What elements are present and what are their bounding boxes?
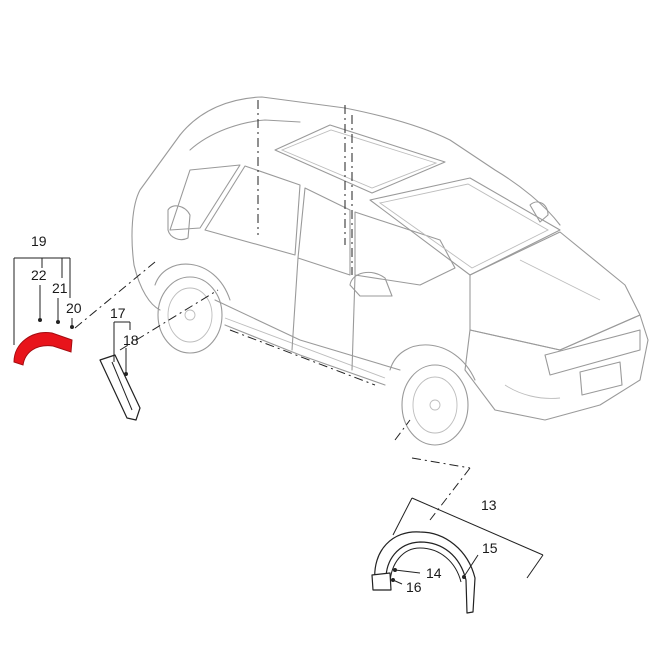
callout-22: 22 (31, 267, 47, 283)
callout-18: 18 (123, 332, 139, 348)
callout-16: 16 (406, 579, 422, 595)
callout-20: 20 (66, 300, 82, 316)
callout-leaders-rear (13, 257, 74, 345)
callout-13: 13 (481, 497, 497, 513)
vehicle-outline (131, 96, 649, 446)
callout-labels: 19 22 21 20 17 18 13 15 14 16 (31, 233, 498, 595)
callout-17: 17 (110, 305, 126, 321)
callout-leaders-rocker (113, 321, 131, 376)
callout-15: 15 (482, 540, 498, 556)
callout-19: 19 (31, 233, 47, 249)
callout-21: 21 (52, 280, 68, 296)
highlighted-rear-arch-molding[interactable] (13, 332, 73, 366)
callout-leaders-front (391, 497, 544, 585)
callout-14: 14 (426, 565, 442, 581)
rocker-molding[interactable] (99, 354, 141, 421)
assembly-lines (74, 100, 471, 521)
rear-wheel-arch-molding[interactable] (13, 332, 73, 366)
front-wheel-arch-molding[interactable] (371, 531, 476, 614)
